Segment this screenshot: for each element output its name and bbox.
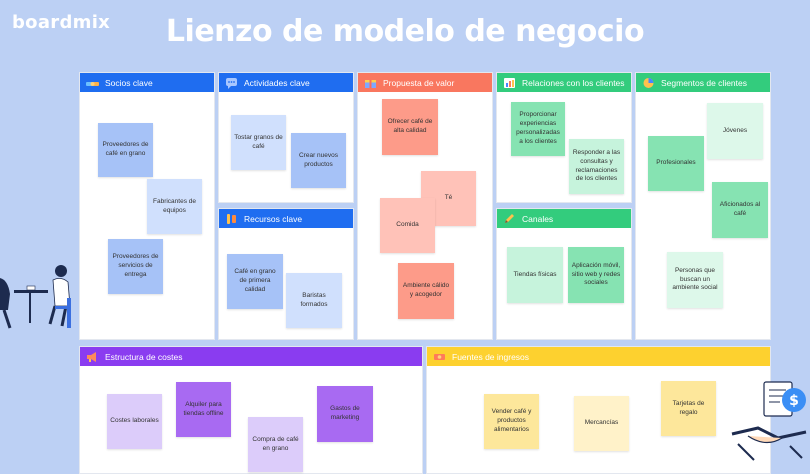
sticky-note[interactable]: Proveedores de café en grano	[98, 123, 153, 177]
section-header: Segmentos de clientes	[636, 73, 770, 92]
section-header: Actividades clave	[219, 73, 353, 92]
section-propuesta-de-valor: Propuesta de valor Ofrecer café de alta …	[357, 72, 493, 340]
pencil-icon	[503, 213, 516, 225]
section-title: Canales	[522, 213, 554, 224]
sticky-note[interactable]: Mercancías	[574, 396, 629, 451]
section-title: Relaciones con los clientes	[522, 77, 625, 88]
megaphone-icon	[86, 351, 99, 363]
sticky-note[interactable]: Aplicación móvil, sitio web y redes soci…	[568, 247, 624, 303]
sticky-note[interactable]: Vender café y productos alimentarios	[484, 394, 539, 449]
sticky-note[interactable]: Personas que buscan un ambiente social	[667, 252, 723, 308]
sticky-note[interactable]: Compra de café en grano	[248, 417, 303, 472]
sticky-note[interactable]: Café en grano de primera calidad	[227, 254, 283, 309]
sticky-note[interactable]: Tostar granos de café	[231, 115, 286, 170]
tools-icon	[225, 213, 238, 225]
sticky-note[interactable]: Comida	[380, 198, 435, 253]
sticky-note[interactable]: Costes laborales	[107, 394, 162, 449]
sticky-note[interactable]: Jóvenes	[707, 103, 763, 159]
section-header: Relaciones con los clientes	[497, 73, 631, 92]
section-title: Socios clave	[105, 77, 153, 88]
sticky-note[interactable]: Ambiente cálido y acogedor	[398, 263, 454, 319]
section-header: Canales	[497, 209, 631, 228]
section-socios-clave: Socios clave Proveedores de café en gran…	[79, 72, 215, 340]
gift-icon	[364, 77, 377, 89]
svg-text:$: $	[789, 393, 799, 409]
meeting-illustration	[0, 265, 71, 329]
sticky-note[interactable]: Crear nuevos productos	[291, 133, 346, 188]
handshake-icon	[86, 77, 99, 89]
section-estructura-costes: Estructura de costes Costes laborales Al…	[79, 346, 423, 474]
page-title: Lienzo de modelo de negocio	[165, 14, 645, 49]
chat-icon	[225, 77, 238, 89]
chart-icon	[503, 77, 516, 89]
handshake-dollar-illustration: $	[731, 381, 807, 461]
section-fuentes-ingresos: Fuentes de ingresos Vender café y produc…	[426, 346, 771, 474]
sticky-note[interactable]: Proporcionar experiencias personalizadas…	[511, 102, 565, 156]
sticky-note[interactable]: Fabricantes de equipos	[147, 179, 202, 234]
sticky-note[interactable]: Alquiler para tiendas offline	[176, 382, 231, 437]
sticky-note[interactable]: Aficionados al café	[712, 182, 768, 238]
sticky-note[interactable]: Baristas formados	[286, 273, 342, 328]
section-segmentos-clientes: Segmentos de clientes Jóvenes Profesiona…	[635, 72, 771, 340]
section-title: Actividades clave	[244, 77, 310, 88]
section-header: Propuesta de valor	[358, 73, 492, 92]
money-icon	[433, 351, 446, 363]
section-header: Socios clave	[80, 73, 214, 92]
section-header: Recursos clave	[219, 209, 353, 228]
section-recursos-clave: Recursos clave Café en grano de primera …	[218, 208, 354, 340]
sticky-note[interactable]: Profesionales	[648, 136, 704, 191]
sticky-note[interactable]: Tiendas físicas	[507, 247, 563, 303]
section-title: Fuentes de ingresos	[452, 351, 530, 362]
section-title: Estructura de costes	[105, 351, 183, 362]
brand-logo: boardmix	[12, 12, 111, 33]
section-title: Recursos clave	[244, 213, 303, 224]
section-title: Propuesta de valor	[383, 77, 455, 88]
sticky-note[interactable]: Proveedores de servicios de entrega	[108, 239, 163, 294]
section-title: Segmentos de clientes	[661, 77, 747, 88]
section-actividades-clave: Actividades clave Tostar granos de café …	[218, 72, 354, 203]
section-header: Estructura de costes	[80, 347, 422, 366]
sticky-note[interactable]: Gastos de marketing	[317, 386, 373, 442]
section-relaciones-clientes: Relaciones con los clientes Proporcionar…	[496, 72, 632, 203]
sticky-note[interactable]: Tarjetas de regalo	[661, 381, 716, 436]
pie-icon	[642, 77, 655, 89]
sticky-note[interactable]: Ofrecer café de alta calidad	[382, 99, 438, 155]
section-header: Fuentes de ingresos	[427, 347, 770, 366]
section-canales: Canales Tiendas físicas Aplicación móvil…	[496, 208, 632, 340]
sticky-note[interactable]: Responder a las consultas y reclamacione…	[569, 139, 624, 194]
